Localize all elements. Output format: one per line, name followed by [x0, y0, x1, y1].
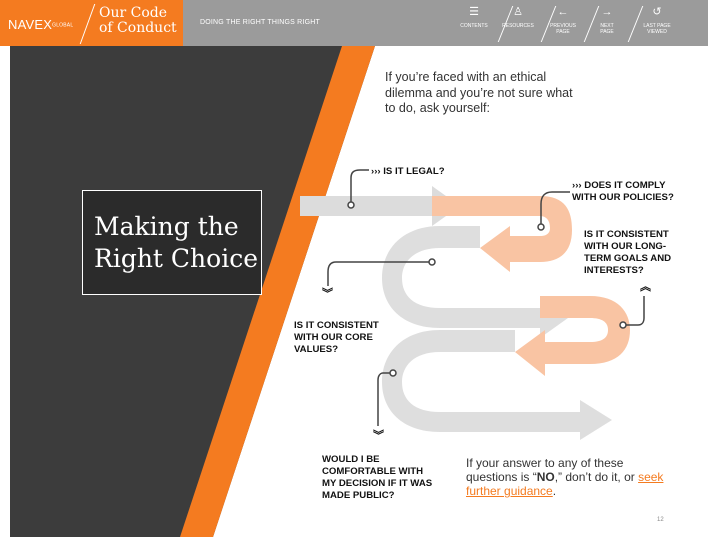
navex-logo[interactable]: NAVEXGLOBAL — [8, 17, 74, 32]
resources-button[interactable]: ♙ RESOURCES — [488, 6, 548, 44]
flow-arrow — [300, 186, 630, 440]
person-icon: ♙ — [513, 6, 523, 18]
contents-button[interactable]: ☰ CONTENTS — [444, 6, 504, 44]
rewind-icon: ↺ — [652, 6, 662, 18]
chevrons-right-icon: ››› — [371, 166, 381, 177]
connector-dots — [347, 201, 627, 377]
list-icon: ☰ — [469, 6, 479, 18]
seek-guidance-link[interactable]: seek further guidance — [466, 470, 664, 498]
brand-block: NAVEXGLOBAL Our Code of Conduct — [0, 0, 183, 46]
chevrons-up-icon: ︽ — [640, 281, 651, 293]
top-bar: NAVEXGLOBAL Our Code of Conduct DOING TH… — [0, 0, 708, 46]
orange-stripe — [180, 46, 375, 537]
tagline: DOING THE RIGHT THINGS RIGHT — [200, 19, 320, 26]
arrow-right-icon: → — [601, 6, 613, 18]
chevrons-down-icon: ︾ — [373, 430, 384, 442]
connector-lines — [327, 169, 645, 426]
arrow-left-icon: ← — [557, 6, 569, 18]
intro-text: If you’re faced with an ethical dilemma … — [385, 70, 573, 115]
chevrons-right-icon: ››› — [572, 180, 582, 191]
outro-text: If your answer to any of these questions… — [466, 456, 664, 498]
question-policies: ››› DOES IT COMPLY WITH OUR POLICIES? — [572, 180, 674, 203]
chevrons-down-icon: ︾ — [322, 288, 333, 300]
last-page-viewed-button[interactable]: ↺ LAST PAGE VIEWED — [627, 6, 687, 44]
question-long-term-goals: IS IT CONSISTENT WITH OUR LONG-TERM GOAL… — [584, 229, 672, 276]
previous-page-button[interactable]: ← PREVIOUS PAGE — [533, 6, 593, 44]
question-legal: ››› IS IT LEGAL? — [371, 166, 445, 177]
document-title: Our Code of Conduct — [99, 5, 177, 36]
question-core-values: IS IT CONSISTENT WITH OUR CORE VALUES? — [294, 320, 379, 355]
question-made-public: WOULD I BE COMFORTABLE WITH MY DECISION … — [322, 454, 433, 501]
page-number: 12 — [657, 517, 664, 523]
next-page-button[interactable]: → NEXT PAGE — [577, 6, 637, 44]
